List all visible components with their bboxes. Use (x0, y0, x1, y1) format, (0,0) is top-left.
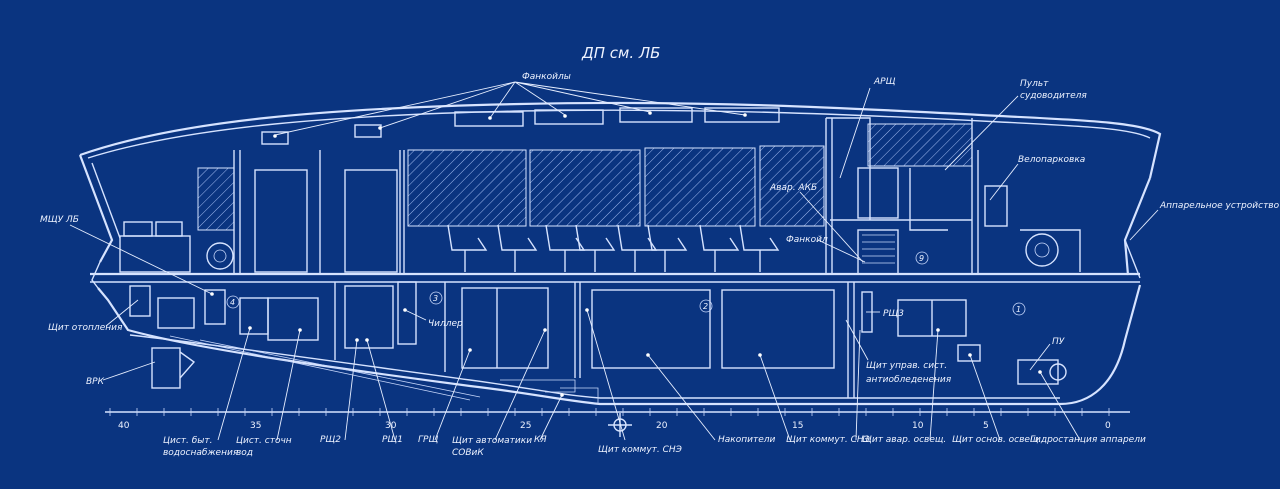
label-tsist-vyt-1: Цист. быт. (163, 436, 213, 446)
frame-10: 10 (912, 421, 924, 431)
compartment-3: 3 (433, 294, 438, 303)
label-pult-1: Пульт (1020, 79, 1049, 89)
label-shit-uprav-2: антиобледенения (866, 375, 952, 385)
label-tsist-stoch-1: Цист. сточн (236, 436, 292, 446)
label-avar-akb: Авар. АКБ (769, 183, 817, 193)
leader-lines (69, 81, 1159, 441)
label-tsist-stoch-2: вод (236, 448, 253, 458)
windows (197, 123, 973, 231)
label-fankoily: Фанкойлы (522, 72, 571, 82)
label-shit-uprav-1: Щит управ. сист. (866, 361, 947, 371)
label-grsh: ГРЩ (418, 435, 438, 445)
label-rsh1: РЩ1 (382, 435, 403, 445)
compartment-4: 4 (230, 298, 235, 307)
window-aft (197, 167, 235, 231)
frame-20: 20 (656, 421, 668, 431)
frame-0: 0 (1105, 421, 1111, 431)
leader-dots (210, 111, 1042, 397)
label-rsh2: РЩ2 (320, 435, 341, 445)
label-shit-kommut-sne-b: Щит коммут. СНЭ (786, 435, 871, 445)
compartment-9: 9 (919, 254, 924, 263)
window-1 (407, 149, 527, 227)
label-apparel-ustr: Аппарельное устройство (1159, 201, 1280, 211)
label-chiller: Чиллер (428, 319, 463, 329)
hull-outline (78, 101, 1162, 406)
label-kya: КЯ (534, 435, 547, 445)
window-2 (529, 149, 641, 227)
label-shit-kommut-sne-a: Щит коммут. СНЭ (598, 445, 683, 455)
label-shit-otopleniya: Щит отопления (48, 323, 123, 333)
label-shit-avtom-1: Щит автоматики (452, 436, 532, 446)
frame-25: 25 (520, 421, 531, 431)
compartment-1: 1 (1016, 305, 1021, 314)
label-veloparkovka: Велопарковка (1018, 155, 1085, 165)
window-4 (759, 145, 825, 227)
label-rsh3: РЩ3 (883, 309, 904, 319)
frame-5: 5 (983, 421, 989, 431)
label-vrk: ВРК (86, 377, 105, 387)
window-wheelhouse (867, 123, 973, 167)
centerline-symbol (608, 413, 632, 437)
label-shit-avtom-2: СОВиК (452, 448, 484, 458)
label-gidrostanciya: Гидростанция аппарели (1030, 435, 1146, 445)
label-tsist-vyt-2: водоснабжения (163, 448, 239, 458)
label-pu: ПУ (1052, 337, 1065, 347)
labels: ДП см. ЛБ Фанкойлы АРЩ Пульт судоводител… (40, 44, 1280, 458)
label-pult-2: судоводителя (1020, 91, 1087, 101)
frame-35: 35 (250, 421, 261, 431)
drawing-title: ДП см. ЛБ (581, 44, 660, 62)
label-nakopiteli: Накопители (718, 435, 775, 445)
window-3 (644, 147, 756, 227)
compartment-2: 2 (703, 302, 708, 311)
label-arsh: АРЩ (873, 77, 896, 87)
label-mshu-lb: МЩУ ЛБ (40, 215, 79, 225)
label-shit-osn-osv: Щит основ. освещ. (952, 435, 1041, 445)
compartment-numbers: 4 3 2 9 1 (226, 251, 1026, 316)
interior (119, 107, 1081, 404)
label-shit-avar-osv: Щит авар. освещ. (862, 435, 946, 445)
frame-scale (105, 408, 1130, 416)
frame-15: 15 (792, 421, 803, 431)
label-fankoil: Фанкойл (786, 235, 828, 245)
frame-40: 40 (118, 421, 130, 431)
